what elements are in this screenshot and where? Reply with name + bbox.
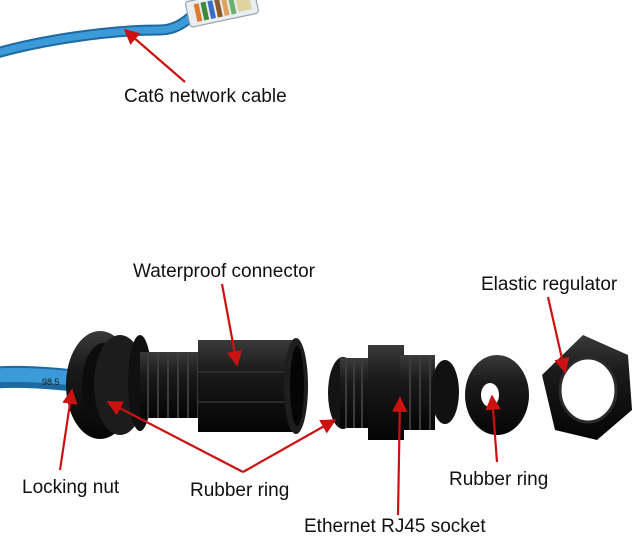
arrow-cable [123,28,186,83]
cat6-cable-top [0,9,199,58]
rj45-plug-icon [184,0,259,28]
arrow-locking-nut [58,388,78,471]
label-elastic-regulator: Elastic regulator [481,274,618,295]
arrow-rubber-ring-left-a [106,401,244,473]
arrow-rubber-ring-left-b [242,419,337,473]
waterproof-connector [140,338,308,434]
arrow-rubber-ring-right [485,394,501,463]
elastic-regulator [542,335,632,440]
callout-arrows [58,28,570,516]
label-rubber-ring-right: Rubber ring [449,469,549,490]
arrow-socket [392,396,408,516]
arrow-connector [220,283,243,367]
label-cat6-network-cable: Cat6 network cable [124,86,287,107]
svg-text:98.5: 98.5 [42,377,60,387]
arrow-regulator [546,296,570,374]
label-rubber-ring-left: Rubber ring [190,480,290,501]
rubber-ring-right [465,355,529,435]
label-waterproof-connector: Waterproof connector [133,261,315,282]
ethernet-rj45-socket [328,345,459,440]
label-ethernet-rj45-socket: Ethernet RJ45 socket [304,516,486,536]
label-locking-nut: Locking nut [22,477,120,498]
